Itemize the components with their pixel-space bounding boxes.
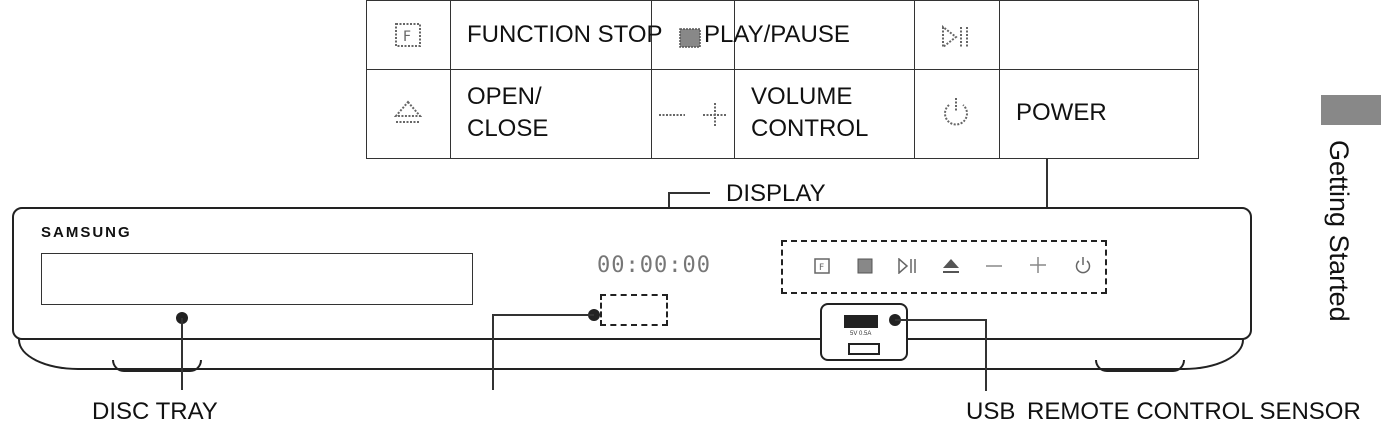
svg-text:F: F bbox=[819, 263, 824, 273]
usb-cover-notch bbox=[848, 343, 880, 355]
usb-label: USB bbox=[966, 398, 1016, 425]
front-panel-buttons bbox=[781, 240, 1107, 294]
eject-icon bbox=[394, 100, 422, 123]
panel-eject-icon[interactable] bbox=[942, 258, 960, 274]
section-tab-marker bbox=[1321, 95, 1381, 125]
panel-play-pause-icon[interactable] bbox=[898, 258, 918, 274]
play-pause-icon bbox=[942, 24, 968, 50]
power-callout-line bbox=[1046, 159, 1048, 239]
play-pause-label: PLAY/PAUSE bbox=[704, 21, 850, 48]
svg-text:F: F bbox=[403, 29, 411, 45]
usb-callout-h bbox=[895, 319, 985, 321]
power-label: POWER bbox=[1016, 99, 1107, 126]
volume-control-label-line2: CONTROL bbox=[751, 115, 869, 142]
remote-sensor-callout-h bbox=[494, 314, 594, 316]
legend-cell-power-label bbox=[999, 69, 1199, 159]
panel-function-icon[interactable]: F bbox=[814, 258, 830, 274]
device-foot-right bbox=[1095, 360, 1185, 372]
usb-port[interactable] bbox=[844, 315, 878, 328]
display-label: DISPLAY bbox=[726, 180, 826, 207]
panel-volume-up-icon[interactable] bbox=[1029, 256, 1047, 274]
usb-callout-v bbox=[985, 319, 987, 391]
remote-sensor-callout-dot bbox=[588, 309, 600, 321]
volume-control-label-line1: VOLUME bbox=[751, 83, 853, 110]
volume-icon bbox=[659, 103, 727, 127]
panel-stop-icon[interactable] bbox=[857, 258, 873, 274]
open-close-label-line1: OPEN/ bbox=[467, 83, 542, 110]
disc-tray-callout-line bbox=[181, 318, 183, 390]
legend-cell-blank bbox=[999, 0, 1199, 70]
power-icon bbox=[944, 98, 968, 126]
panel-power-icon[interactable] bbox=[1074, 256, 1092, 274]
device-foot-left bbox=[112, 360, 202, 372]
remote-sensor-callout-v bbox=[492, 314, 494, 390]
remote-sensor-label: REMOTE CONTROL SENSOR bbox=[1027, 398, 1361, 425]
usb-port-housing: 5V 0.5A bbox=[820, 303, 908, 361]
remote-sensor-area bbox=[600, 294, 668, 326]
display-callout-h bbox=[668, 192, 710, 194]
device-body bbox=[12, 207, 1252, 340]
panel-volume-down-icon[interactable] bbox=[985, 258, 1003, 274]
disc-tray-label: DISC TRAY bbox=[92, 398, 218, 425]
function-stop-label: FUNCTION STOP bbox=[467, 21, 663, 48]
section-tab-label: Getting Started bbox=[1324, 140, 1354, 322]
disc-tray[interactable] bbox=[41, 253, 473, 305]
usb-rating: 5V 0.5A bbox=[850, 331, 872, 337]
open-close-label-line2: CLOSE bbox=[467, 115, 549, 142]
display-digits: 00:00:00 bbox=[597, 253, 711, 278]
brand-logo: SAMSUNG bbox=[41, 224, 132, 241]
function-icon: F bbox=[395, 23, 421, 47]
stop-icon bbox=[679, 28, 701, 48]
device-base bbox=[18, 338, 1244, 370]
